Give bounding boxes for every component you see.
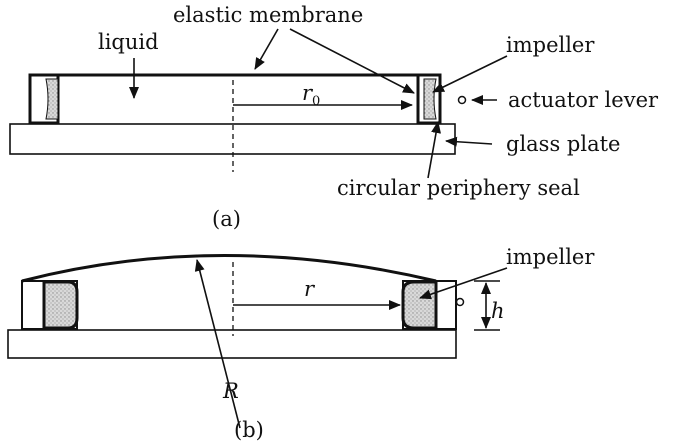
R-symbol: R <box>222 379 239 403</box>
panel-b: r R impeller h (b) <box>7 245 595 442</box>
caption-a: (a) <box>212 207 241 231</box>
glass-plate-arrow <box>445 136 493 147</box>
glass-plate-label: glass plate <box>506 132 620 156</box>
seal-arrow <box>427 121 441 179</box>
r-symbol: r <box>304 277 316 301</box>
panel-a: r0 liquid elastic membrane impeller actu… <box>9 3 659 231</box>
actuator-lever-dot-a <box>457 95 467 105</box>
right-impeller-a <box>423 78 437 120</box>
right-impeller-b <box>401 280 438 330</box>
actuator-lever-label: actuator lever <box>508 88 659 112</box>
caption-b: (b) <box>234 418 264 442</box>
glass-plate-b <box>7 329 457 359</box>
membrane-b <box>21 254 437 283</box>
impeller-arrow-b <box>419 267 508 300</box>
radius-arrow <box>194 259 241 429</box>
left-impeller-b <box>42 280 79 330</box>
left-impeller-a <box>45 78 59 120</box>
circular-periphery-seal-label: circular periphery seal <box>337 176 580 200</box>
r0-symbol: r0 <box>302 81 320 109</box>
liquid-label: liquid <box>98 30 159 54</box>
h-symbol: h <box>491 299 505 323</box>
membrane-arrow-2 <box>289 28 415 94</box>
impeller-label-a: impeller <box>506 33 595 57</box>
impeller-label-b: impeller <box>506 245 595 269</box>
impeller-arrow-a <box>432 55 508 93</box>
elastic-membrane-label: elastic membrane <box>173 3 363 27</box>
membrane-arrow-1 <box>254 28 279 70</box>
actuator-lever-dot-b <box>455 297 465 307</box>
